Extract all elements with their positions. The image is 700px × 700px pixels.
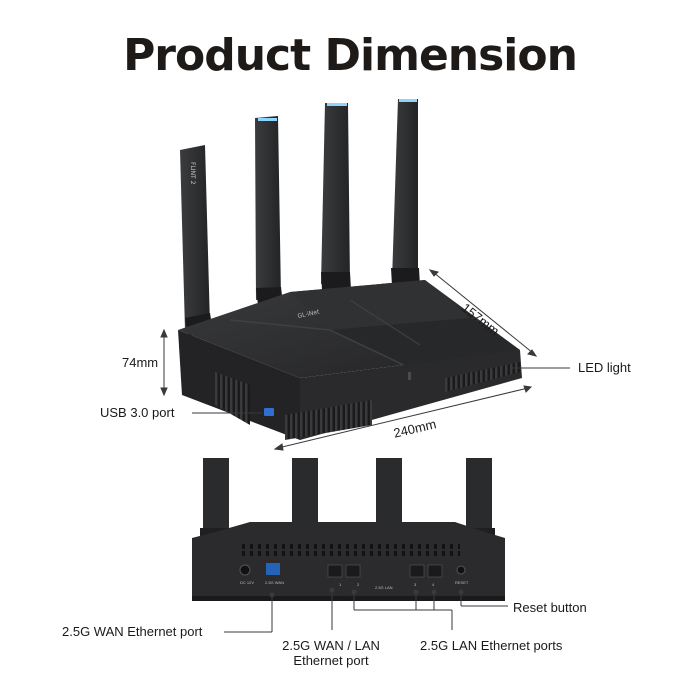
page-title: Product Dimension xyxy=(123,30,578,81)
brand-logo: GL·iNet xyxy=(297,308,321,320)
dc-jack xyxy=(239,564,251,576)
lan-label: 2.5G LAN xyxy=(375,585,393,590)
usb-port-label: USB 3.0 port xyxy=(100,405,175,420)
wan-lan-port-label: 2.5G WAN / LAN Ethernet port xyxy=(276,638,386,668)
wan-port-label: 2.5G WAN Ethernet port xyxy=(62,624,203,639)
reset-button xyxy=(456,565,466,575)
wan-lan-callout-line xyxy=(329,587,335,630)
wan-callout-line xyxy=(224,592,275,633)
wan-lan-port-label-line1: 2.5G WAN / LAN xyxy=(282,638,380,653)
reset-label: RESET xyxy=(455,580,469,585)
port-number-1: 1 xyxy=(339,582,342,587)
wan-label: 2.5G WAN xyxy=(265,580,284,585)
width-dimension-line xyxy=(273,385,533,451)
wan-port-jack xyxy=(266,563,280,575)
port-number-3: 3 xyxy=(414,582,417,587)
led-indicator xyxy=(408,372,411,380)
height-label: 74mm xyxy=(122,355,159,370)
height-dimension-line xyxy=(160,328,168,397)
antenna-2 xyxy=(255,116,283,305)
antenna-3 xyxy=(321,103,351,290)
port-number-2: 2 xyxy=(357,582,360,587)
lan-callout-lines xyxy=(351,589,453,630)
router-rear-view: DC 12V 2.5G WAN 1 2 3 4 2.5G LAN RESET xyxy=(192,458,505,601)
lan-ports-label: 2.5G LAN Ethernet ports xyxy=(420,638,563,653)
reset-button-label: Reset button xyxy=(513,600,587,615)
lan-port-3 xyxy=(409,564,425,578)
usb-port xyxy=(264,408,274,416)
port-number-4: 4 xyxy=(432,582,435,587)
router-rear-body xyxy=(192,522,505,600)
dc-label: DC 12V xyxy=(240,580,254,585)
led-light-label: LED light xyxy=(578,360,631,375)
wan-lan-port-label-line2: Ethernet port xyxy=(293,653,369,668)
router-perspective-view: FLINT 2 GL·iNet xyxy=(178,99,522,440)
lan-port-2 xyxy=(345,564,361,578)
model-badge: FLINT 2 xyxy=(189,162,196,185)
antenna-4 xyxy=(391,99,420,286)
lan-port-1 xyxy=(327,564,343,578)
reset-callout-line xyxy=(458,589,508,607)
depth-dimension-line xyxy=(428,269,538,357)
lan-port-4 xyxy=(427,564,443,578)
